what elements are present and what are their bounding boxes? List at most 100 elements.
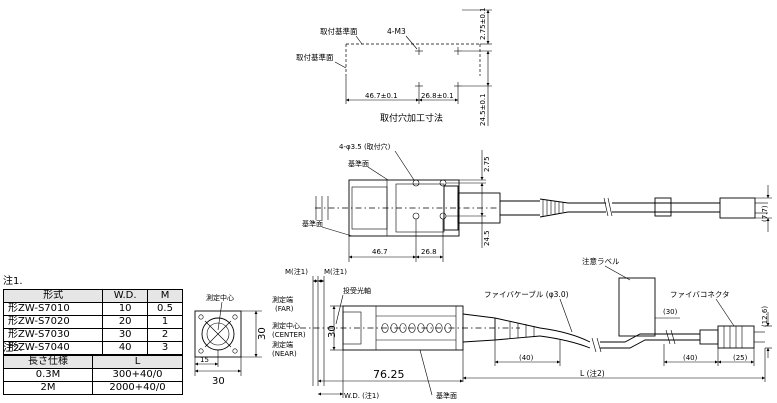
center-sub: (CENTER) (272, 331, 306, 339)
table-cell: 10 (102, 302, 149, 316)
table-cell: 3 (147, 341, 183, 355)
leader-line (355, 35, 363, 45)
length-table-header: 長さ仕様 L (3, 355, 183, 369)
dim-46-7-side: 46.7 (372, 248, 388, 256)
mount-hole (412, 179, 420, 187)
screw-hole (415, 82, 423, 90)
table-row: 形ZW-S7010 10 0.5 (2, 302, 183, 316)
lens-inner (206, 322, 230, 346)
length-table: 長さ仕様 L 0.3M 300+40/0 2M 2000+40/0 (3, 355, 183, 395)
header-cell: M (147, 289, 183, 303)
cable-ribs-bottom (509, 321, 535, 339)
hole-drawing-caption: 取付穴加工寸法 (380, 112, 443, 124)
side-view: 4-φ3.5 (取付穴) 基準面 基準面 46.7 26.8 2.75 24.5… (302, 142, 772, 262)
front-dim-30-h: 30 (212, 376, 225, 387)
table-cell: 300+40/0 (92, 368, 183, 382)
leader-line (334, 61, 347, 69)
table-cell: 2 (147, 328, 183, 342)
cable-sleeve (457, 192, 501, 224)
optical-axis-label: 投受光軸 (343, 286, 371, 295)
screw-hole (415, 47, 423, 55)
m-note-left: M(注1) (285, 267, 308, 276)
length-note: L (注2) (580, 368, 605, 378)
front-view: 測定中心 30 30 15 (194, 293, 268, 387)
dim-40-b: (40) (683, 354, 698, 362)
table-cell: 形ZW-S7010 (2, 302, 104, 316)
dim-46-7: 46.7±0.1 (365, 92, 398, 100)
m-note-right: M(注1) (324, 267, 347, 276)
table-row: 0.3M 300+40/0 (3, 368, 183, 382)
connector-ribs (723, 326, 743, 348)
ref-label-top: 基準面 (348, 159, 369, 168)
table-row: 2M 2000+40/0 (3, 381, 183, 395)
screw-hole (454, 82, 462, 90)
ref-label-bottom: 基準面 (436, 391, 457, 400)
mount-hole (439, 212, 447, 220)
mount-hole (439, 179, 447, 187)
table-cell: 1 (147, 315, 183, 329)
cable-ribs (542, 200, 564, 216)
header-cell: 長さ仕様 (3, 355, 93, 369)
dim-40-a: (40) (519, 354, 534, 362)
connector-ferrule (699, 329, 719, 345)
table-cell: 2M (3, 381, 93, 395)
screw-spec-label: 4-M3 (387, 27, 406, 36)
fiber-connector-side (719, 197, 756, 219)
cable-boot-bottom (462, 313, 541, 343)
dim-2-75-side: 2.75 (483, 156, 491, 172)
header-cell: W.D. (102, 289, 149, 303)
note1-title: 注1. (3, 276, 23, 287)
dim-30-paren: (30) (663, 308, 678, 316)
header-cell: L (92, 355, 183, 369)
cable-boot (500, 200, 540, 216)
ref-label-left: 基準面 (302, 219, 323, 228)
table-row: 形ZW-S7020 20 1 (2, 315, 183, 329)
table-cell: 形ZW-S7020 (2, 315, 104, 329)
dim-26-8: 26.8±0.1 (421, 92, 454, 100)
mounting-hole-drawing: 取付基準面 取付基準面 4-M3 46.7±0.1 26.8±0.1 2.75±… (296, 7, 492, 126)
hole-callout: 4-φ3.5 (取付穴) (339, 142, 391, 151)
dim-76-25: 76.25 (373, 368, 405, 381)
screw-hole (454, 47, 462, 55)
table-cell: 0.3M (3, 368, 93, 382)
table-cell: 20 (102, 315, 149, 329)
front-dim-15: 15 (200, 356, 209, 364)
front-center-label: 測定中心 (206, 293, 234, 302)
fiber-connector-label: ファイバコネクタ (670, 290, 730, 299)
table-cell: 30 (102, 328, 149, 342)
dim-24-5: 24.5±0.1 (479, 93, 487, 126)
leader-line (405, 35, 418, 50)
caution-label: 注意ラベル (582, 256, 620, 266)
front-dim-30-v: 30 (257, 327, 268, 340)
far-sub: (FAR) (275, 305, 294, 313)
bottom-dim-30: 30 (327, 325, 338, 338)
dim-7-7: (7.7) (761, 205, 769, 222)
table-cell: 0.5 (147, 302, 183, 316)
far-label: 測定端 (272, 295, 293, 304)
model-table: 形式 W.D. M 形ZW-S7010 10 0.5 形ZW-S7020 20 … (2, 289, 183, 355)
center-label: 測定中心 (272, 321, 300, 330)
header-cell: 形式 (2, 289, 104, 303)
table-row: 形ZW-S7030 30 2 (2, 328, 183, 342)
ref-surface-label-top: 取付基準面 (320, 26, 358, 36)
dim-12-6: (12.6) (761, 306, 769, 327)
bottom-view: M(注1) M(注1) 投受光軸 測定端 (FAR) 測定中心 (CENTER)… (272, 256, 772, 400)
dim-2-75: 2.75±0.1 (479, 7, 487, 40)
ref-surface-label-left: 取付基準面 (296, 52, 334, 62)
fiber-cable-label: ファイバケーブル (φ3.0) (484, 289, 569, 299)
table-row: 形ZW-S7040 40 3 (2, 341, 183, 355)
dim-25: (25) (733, 354, 748, 362)
near-sub: (NEAR) (272, 350, 297, 358)
fiber-cable-bottom (539, 327, 591, 349)
dim-26-8-side: 26.8 (421, 248, 437, 256)
model-table-header: 形式 W.D. M (2, 289, 183, 303)
fiber-clamp (654, 197, 672, 217)
sensor-head (342, 311, 362, 345)
table-cell: 40 (102, 341, 149, 355)
table-cell: 2000+40/0 (92, 381, 183, 395)
near-label: 測定端 (272, 340, 293, 349)
wd-note: W.D. (注1) (344, 391, 379, 400)
table-cell: 形ZW-S7040 (2, 341, 104, 355)
dim-24-5-side: 24.5 (483, 230, 491, 246)
